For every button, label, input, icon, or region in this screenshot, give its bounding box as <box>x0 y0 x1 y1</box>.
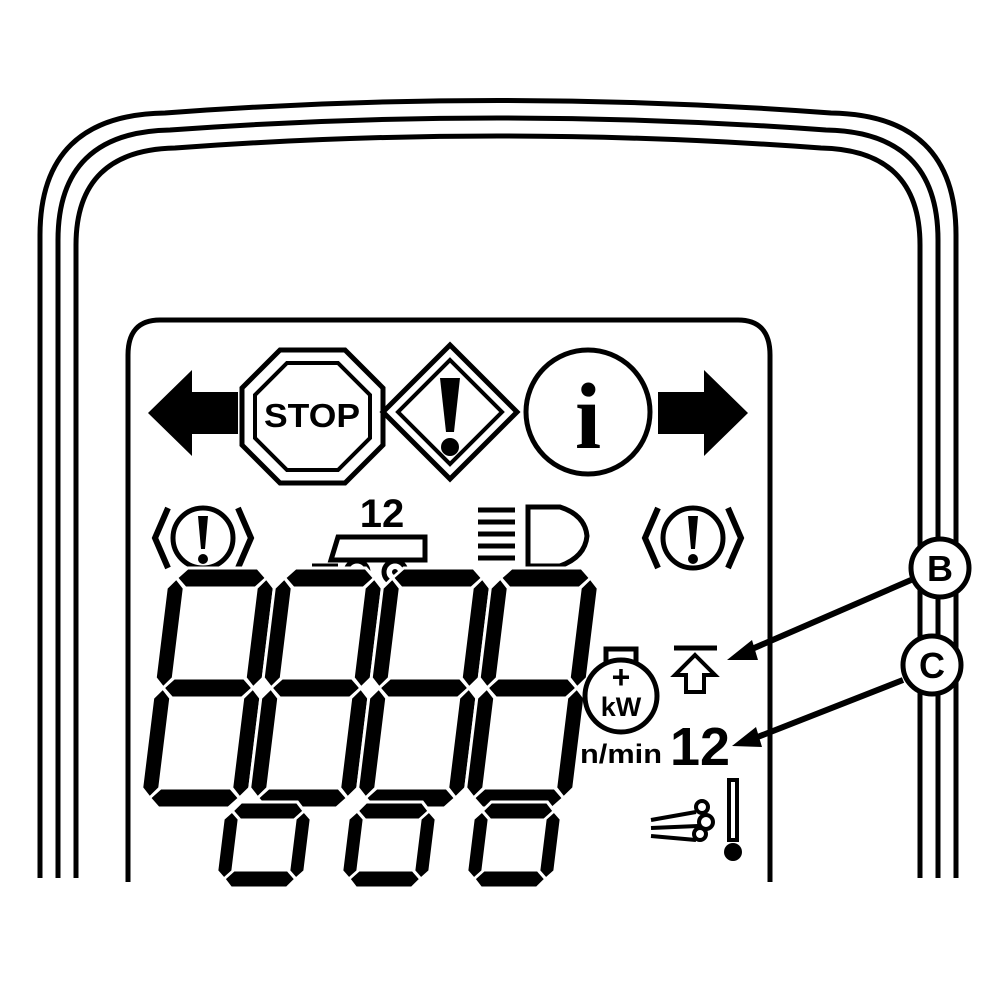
engine-power-icon: + kW <box>582 646 660 735</box>
callout-c-label: C <box>919 645 945 686</box>
kw-plus: + <box>612 659 631 695</box>
kw-label: kW <box>601 692 642 722</box>
right-arrow-icon <box>658 370 748 456</box>
brake-warning-right <box>641 505 745 571</box>
info-icon: i <box>523 347 653 477</box>
left-arrow-icon <box>148 370 238 456</box>
info-label: i <box>575 365 601 469</box>
callout-c: C <box>732 633 964 747</box>
stop-sign-icon: STOP <box>239 347 386 486</box>
lcd-panel <box>125 317 773 882</box>
rpm-unit: n/min <box>580 739 662 769</box>
shift-number: 12 <box>670 717 730 777</box>
bezel <box>37 98 959 878</box>
small-digit-1 <box>214 800 314 890</box>
small-digit-2 <box>339 800 439 890</box>
warning-diamond-icon <box>379 341 521 483</box>
callout-b: B <box>727 536 972 660</box>
stop-label: STOP <box>264 397 360 434</box>
exhaust-temperature-icon <box>650 778 742 861</box>
headlight-icon <box>478 504 590 569</box>
callout-b-label: B <box>927 548 953 589</box>
upshift-icon <box>670 645 720 694</box>
brake-warning-left <box>151 505 255 571</box>
trailer-number: 12 <box>360 492 405 536</box>
small-digit-3 <box>464 800 564 890</box>
